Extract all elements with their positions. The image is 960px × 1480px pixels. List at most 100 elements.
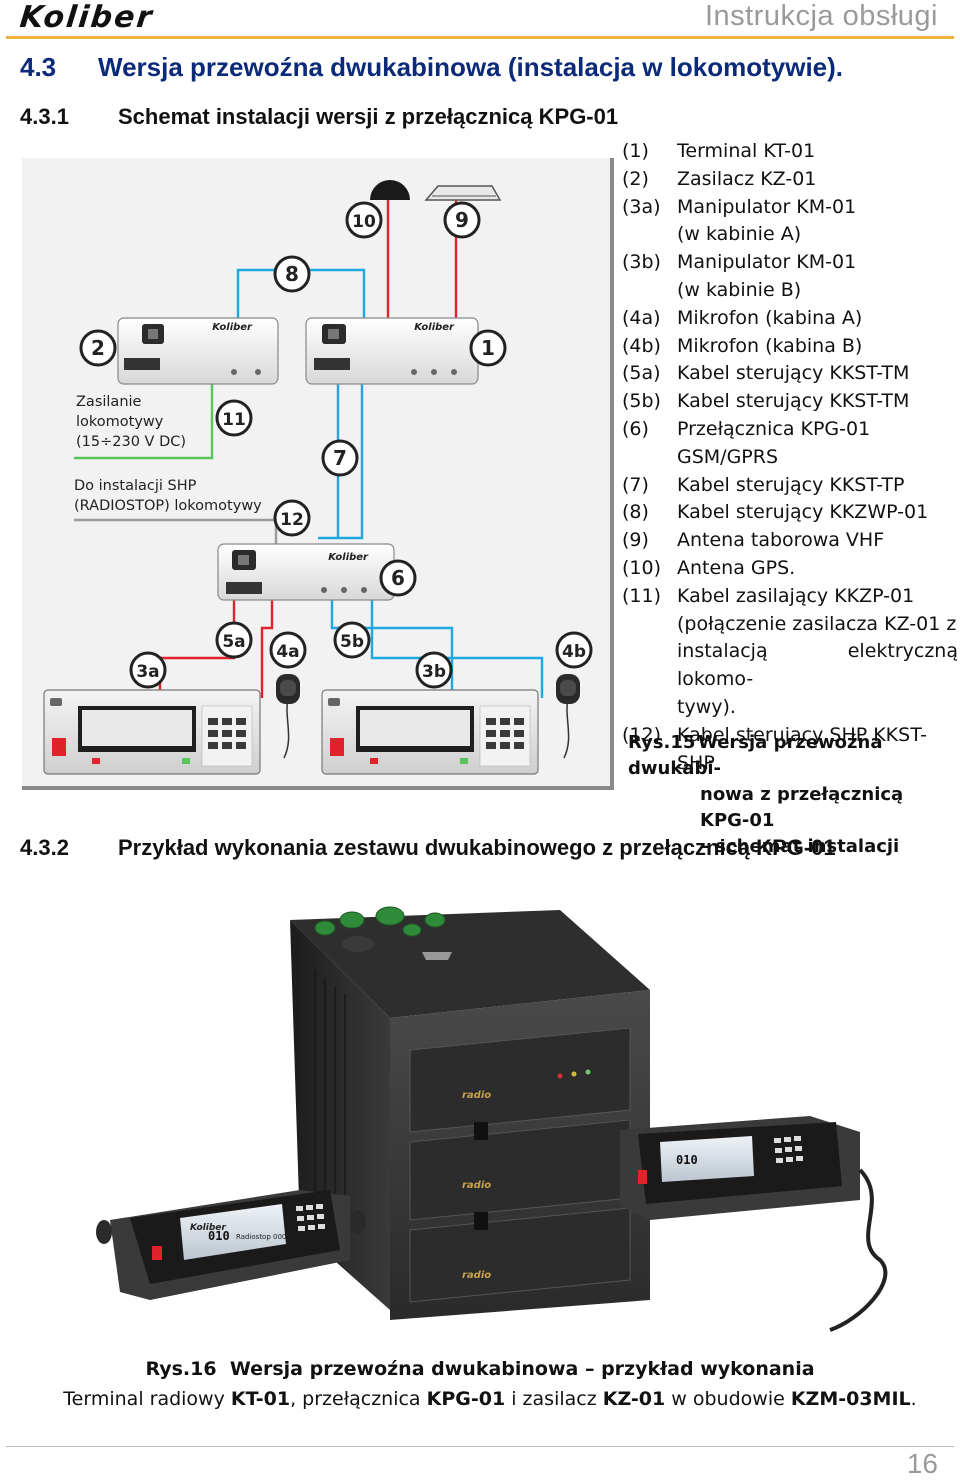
svg-text:Koliber: Koliber <box>212 322 253 333</box>
desc-text: , przełącznica <box>290 1388 427 1410</box>
legend-item: (2)Zasilacz KZ-01 <box>622 166 958 194</box>
microphone-4a-icon <box>276 674 300 704</box>
marker-4a: 4a <box>269 631 307 669</box>
legend-key: (4a) <box>622 306 661 329</box>
legend-value: Mikrofon (kabina A) <box>677 306 863 329</box>
marker-3b: 3b <box>415 651 453 689</box>
case-top <box>290 910 650 1018</box>
legend-item: (6)Przełącznica KPG-01 <box>622 416 958 444</box>
rack-modules: radio radio radio <box>409 1027 631 1303</box>
schematic-legend: (1)Terminal KT-01(2)Zasilacz KZ-01(3a)Ma… <box>622 138 958 777</box>
desc-bold: KPG-01 <box>426 1388 506 1410</box>
legend-key: (11) <box>622 584 662 607</box>
marker-11: 11 <box>215 399 253 437</box>
desc-text: . <box>910 1388 917 1410</box>
svg-text:2: 2 <box>91 336 105 360</box>
figure-16-description: Terminal radiowy KT-01, przełącznica KPG… <box>0 1388 960 1410</box>
legend-value: (połączenie zasilacza KZ-01 z <box>677 612 957 635</box>
legend-value: Kabel sterujący KKST-TM <box>677 390 910 413</box>
marker-12: 12 <box>273 499 311 537</box>
legend-key: (7) <box>622 473 649 496</box>
legend-key <box>622 444 677 472</box>
legend-key <box>622 221 677 249</box>
schematic-drawing: Koliber Koliber Koliber <box>43 180 593 775</box>
figure-number: Rys.16 <box>145 1358 217 1380</box>
desc-bold: KZ-01 <box>602 1388 666 1410</box>
section-number: 4.3.2 <box>20 835 69 860</box>
legend-item: (12) Kabel sterujący SHP KKST-SHP <box>622 722 958 778</box>
terminal-kt01: Koliber <box>305 317 479 385</box>
svg-text:4a: 4a <box>276 642 299 662</box>
legend-key: (5b) <box>622 390 661 413</box>
legend-key: (3a) <box>622 195 661 218</box>
legend-key <box>622 611 677 639</box>
caption-line-1: Wersja przewoźna dwukabi- <box>628 732 883 779</box>
svg-text:radio: radio <box>462 1270 491 1281</box>
svg-text:radio: radio <box>462 1180 491 1191</box>
legend-key: (10) <box>622 556 662 579</box>
legend-key: (9) <box>622 529 649 552</box>
shp-label-2: (RADIOSTOP) lokomotywy <box>74 498 262 514</box>
document-title: Instrukcja obsługi <box>704 0 938 32</box>
cable-5b <box>330 598 454 698</box>
svg-text:5b: 5b <box>340 632 364 652</box>
legend-value: Manipulator KM-01 <box>677 195 857 218</box>
legend-value: instalacją elektryczną lokomo- <box>677 640 958 691</box>
legend-value: Antena taborowa VHF <box>677 529 885 552</box>
manipulator-left: Koliber 010 Radiostop 000 <box>96 1190 366 1300</box>
desc-text: Terminal radiowy <box>63 1388 231 1410</box>
legend-item: (3b)Manipulator KM-01 <box>622 249 958 277</box>
legend-item: (9) Antena taborowa VHF <box>622 527 958 555</box>
power-label-2: lokomotywy <box>76 414 164 430</box>
connectors <box>314 906 446 937</box>
legend-value: Kabel sterujący SHP KKST-SHP <box>677 723 927 774</box>
legend-key: (8) <box>622 501 649 524</box>
power-label-1: Zasilanie <box>76 394 142 410</box>
power-supply-kz01: Koliber <box>117 317 279 385</box>
desc-text: w obudowie <box>665 1388 791 1410</box>
marker-5a: 5a <box>215 621 253 659</box>
page-number: 16 <box>906 1448 938 1479</box>
legend-value: Kabel zasilający KKZP-01 <box>677 584 915 607</box>
legend-value: Terminal KT-01 <box>677 140 816 162</box>
figure-number: Rys.15 <box>628 732 696 753</box>
shp-label-1: Do instalacji SHP <box>74 478 197 494</box>
svg-text:3a: 3a <box>136 662 159 682</box>
legend-value: Kabel sterujący KKST-TP <box>677 473 905 496</box>
marker-1: 1 <box>469 329 507 367</box>
svg-text:11: 11 <box>222 410 246 430</box>
legend-value: (w kabinie A) <box>677 223 802 246</box>
marker-3a: 3a <box>129 651 167 689</box>
caption-line-2: nowa z przełącznicą KPG-01 <box>700 784 904 831</box>
legend-item: (7) Kabel sterujący KKST-TP <box>622 472 958 500</box>
cable-11 <box>74 383 214 460</box>
caption-line-3: – schemat instalacji <box>700 836 900 857</box>
marker-6: 6 <box>379 559 417 597</box>
marker-7: 7 <box>321 439 359 477</box>
legend-value: (w kabinie B) <box>677 278 802 301</box>
desc-text: i zasilacz <box>505 1388 603 1410</box>
svg-text:12: 12 <box>280 510 304 530</box>
legend-value: Antena GPS. <box>677 556 796 579</box>
desc-bold: KT-01 <box>230 1388 291 1410</box>
figure-title: Wersja przewoźna dwukabinowa – przykład … <box>229 1358 815 1380</box>
legend-item: (4a) Mikrofon (kabina A) <box>622 305 958 333</box>
desc-bold: KZM-03MIL <box>790 1388 911 1410</box>
svg-text:4b: 4b <box>562 642 586 662</box>
cable-7 <box>318 383 364 540</box>
legend-key: (6) <box>622 417 649 440</box>
legend-item: (10) Antena GPS. <box>622 555 958 583</box>
legend-item: (5a)Kabel sterujący KKST-TM <box>622 360 958 388</box>
legend-key: (12) <box>622 723 662 746</box>
legend-key: (4b) <box>622 334 661 357</box>
footer-rule <box>6 1446 954 1447</box>
svg-text:8: 8 <box>285 262 299 286</box>
legend-item: (połączenie zasilacza KZ-01 z <box>622 611 958 639</box>
legend-key <box>622 638 677 694</box>
vhf-antenna-icon <box>424 185 502 201</box>
legend-item: tywy). <box>622 694 958 722</box>
svg-text:10: 10 <box>352 212 376 232</box>
